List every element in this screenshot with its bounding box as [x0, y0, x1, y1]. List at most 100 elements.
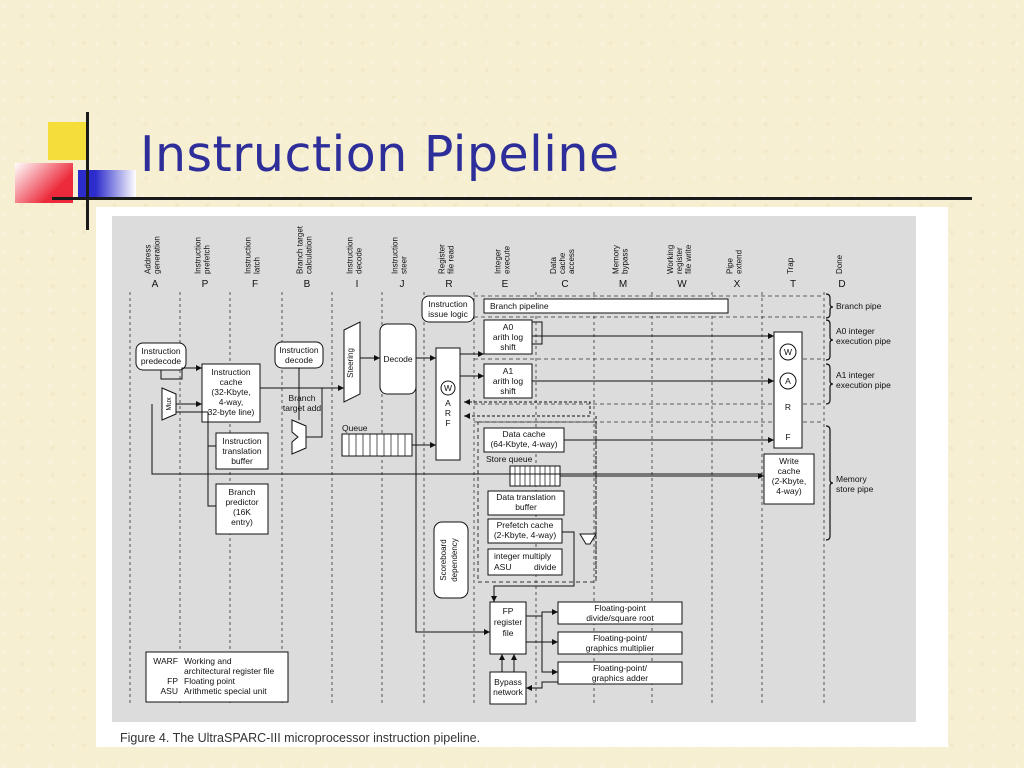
svg-text:file: file [503, 628, 514, 638]
stage-name-f: latch [253, 257, 262, 274]
svg-text:execution pipe: execution pipe [836, 380, 891, 390]
fp-register-file-block: FP register file [489, 601, 527, 655]
stage-name-t: Trap [786, 257, 795, 274]
svg-text:ASU: ASU [494, 562, 511, 572]
svg-text:target add: target add [283, 403, 322, 413]
legend-abbr: FP [167, 676, 178, 686]
svg-text:Floating-point/: Floating-point/ [593, 633, 648, 643]
deco-yellow-square [48, 122, 86, 160]
legend-desc: Arithmetic special unit [184, 686, 267, 696]
svg-text:32-byte line): 32-byte line) [208, 407, 255, 417]
svg-text:Instruction: Instruction [428, 299, 467, 309]
svg-text:A0: A0 [503, 322, 514, 332]
svg-text:(16K: (16K [233, 507, 251, 517]
svg-text:buffer: buffer [231, 456, 253, 466]
instruction-issue-logic-block: Instruction issue logic [421, 295, 475, 323]
stage-name-w: file write [684, 244, 693, 274]
svg-text:Instruction: Instruction [279, 345, 318, 355]
svg-text:predictor: predictor [225, 497, 258, 507]
svg-text:Memory: Memory [836, 474, 867, 484]
instruction-predecode-block: Instruction predecode [135, 342, 187, 371]
legend-abbr: WARF [153, 656, 178, 666]
stage-letter-x: X [734, 279, 741, 290]
instruction-decode-block: Instruction decode [274, 341, 324, 369]
svg-text:R: R [445, 408, 451, 418]
queue-block: Queue [341, 423, 413, 457]
stage-name-i: decode [355, 247, 364, 274]
mux-block: Mux [161, 387, 177, 421]
svg-text:decode: decode [285, 355, 313, 365]
stage-letter-t: T [790, 279, 796, 290]
legend-abbr: ASU [161, 686, 178, 696]
stage-name-p: Instruction [194, 237, 203, 274]
svg-text:A1: A1 [503, 366, 514, 376]
svg-text:execution pipe: execution pipe [836, 336, 891, 346]
data-translation-buffer-block: Data translation buffer [487, 490, 565, 516]
stage-name-d: Done [835, 254, 844, 274]
stage-name-a: generation [153, 236, 162, 274]
deco-red-square [15, 163, 73, 203]
stage-name-b: calculation [305, 236, 314, 274]
svg-text:divide: divide [534, 562, 556, 572]
svg-text:FP: FP [503, 606, 514, 616]
svg-text:divide/square root: divide/square root [586, 613, 654, 623]
branch-target-add-block: Branch target add [283, 393, 322, 455]
a1-alu-block: A1 arith log shift [483, 363, 533, 399]
svg-text:W: W [784, 347, 792, 357]
svg-text:integer multiply: integer multiply [494, 551, 552, 561]
fp-divide-sqrt-block: Floating-point divide/square root [557, 601, 683, 625]
svg-text:W: W [444, 383, 452, 393]
stage-name-w: Working [666, 245, 675, 274]
stage-letter-c: C [561, 279, 568, 290]
svg-text:Instruction: Instruction [222, 436, 261, 446]
svg-text:Branch pipe: Branch pipe [836, 301, 882, 311]
svg-text:F: F [785, 432, 790, 442]
svg-text:Scoreboard: Scoreboard [439, 539, 448, 580]
svg-text:Data translation: Data translation [496, 492, 556, 502]
stage-name-b: Branch target [296, 225, 305, 274]
stage-letter-e: E [502, 279, 509, 290]
branch-predictor-block: Branch predictor (16K entry) [215, 483, 269, 535]
bypass-network-block: Bypass network [489, 671, 527, 705]
data-cache-block: Data cache (64-Kbyte, 4-way) [483, 427, 565, 453]
svg-text:Mux: Mux [166, 397, 173, 411]
svg-text:cache: cache [778, 466, 801, 476]
stage-letter-d: D [838, 279, 845, 290]
svg-text:register: register [494, 617, 523, 627]
svg-text:Floating-point: Floating-point [594, 603, 646, 613]
prefetch-cache-block: Prefetch cache (2-Kbyte, 4-way) [487, 518, 563, 544]
a0-alu-block: A0 arith log shift [483, 319, 533, 355]
svg-text:4-way): 4-way) [776, 486, 802, 496]
legend-desc: architectural register file [184, 666, 275, 676]
svg-text:Steering: Steering [346, 348, 355, 378]
stage-letter-p: P [202, 279, 209, 290]
instruction-cache-block: Instruction cache (32-Kbyte, 4-way, 32-b… [201, 363, 261, 423]
svg-text:dependency: dependency [450, 538, 459, 582]
stage-name-r: file read [447, 246, 456, 274]
svg-text:Branch: Branch [289, 393, 316, 403]
svg-text:Queue: Queue [342, 423, 368, 433]
stage-letter-m: M [619, 279, 627, 290]
stage-name-f: Instruction [244, 237, 253, 274]
svg-text:Data cache: Data cache [503, 429, 546, 439]
svg-text:A: A [785, 376, 791, 386]
svg-text:predecode: predecode [141, 356, 181, 366]
write-cache-block: Write cache (2-Kbyte, 4-way) [763, 453, 815, 505]
svg-text:store pipe: store pipe [836, 484, 874, 494]
svg-text:Bypass: Bypass [494, 677, 522, 687]
svg-text:(32-Kbyte,: (32-Kbyte, [211, 387, 250, 397]
stage-name-j: Instruction [391, 237, 400, 274]
svg-text:F: F [445, 418, 450, 428]
svg-text:Decode: Decode [383, 354, 413, 364]
fp-multiplier-block: Floating-point/ graphics multiplier [557, 631, 683, 655]
svg-text:Store queue: Store queue [486, 454, 533, 464]
svg-text:(2-Kbyte,: (2-Kbyte, [772, 476, 807, 486]
svg-text:Write: Write [779, 456, 799, 466]
stage-letter-a: A [152, 279, 159, 290]
svg-text:A0 integer: A0 integer [836, 326, 875, 336]
stage-name-m: bypass [621, 249, 630, 274]
decode-block: Decode [379, 323, 417, 395]
svg-text:issue logic: issue logic [428, 309, 468, 319]
